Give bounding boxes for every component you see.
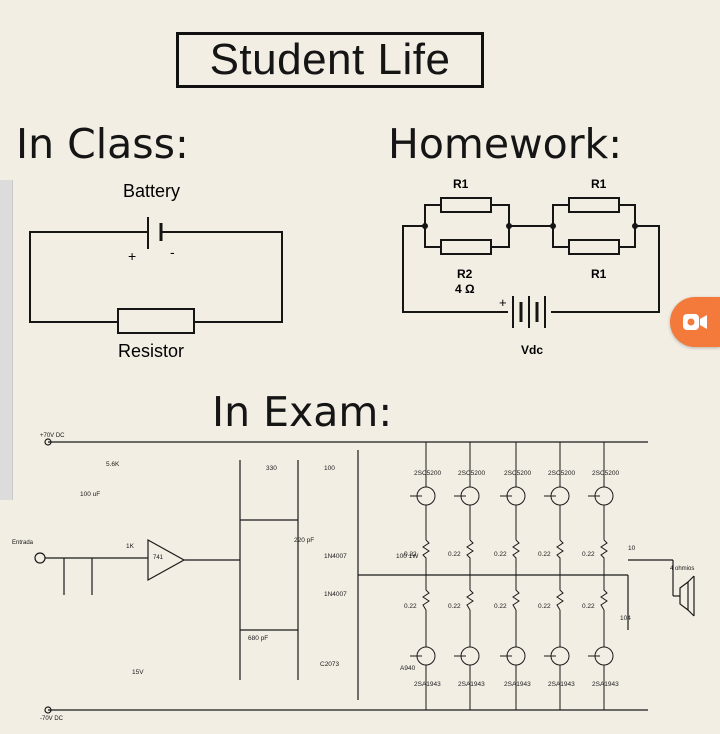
page-title: Student Life <box>176 32 484 88</box>
lower-transistor-1 <box>410 610 436 710</box>
emitter-resistor-upper-3 <box>512 539 520 575</box>
source-plus: + <box>499 295 507 310</box>
r1-label-c: R1 <box>591 267 607 281</box>
component-label: 15V <box>132 669 144 676</box>
upper-transistor-3 <box>500 442 526 540</box>
emitter-resistor-lower-1 <box>422 575 430 611</box>
lower-transistor-4 <box>544 610 570 710</box>
emitter-resistor-label: 0.22 <box>538 551 551 558</box>
component-label: 330 <box>266 465 277 472</box>
r1-label-b: R1 <box>591 177 607 191</box>
component-label: 10 <box>628 545 636 552</box>
section-homework: Homework: <box>388 120 623 168</box>
upper-transistor-label: 2SC5200 <box>458 470 485 477</box>
component-label: C2073 <box>320 661 340 668</box>
source-label: Vdc <box>521 343 543 357</box>
opamp-label: 741 <box>153 555 164 561</box>
emitter-resistor-label: 0.22 <box>494 603 507 610</box>
component-label: 100 uF <box>80 491 100 498</box>
upper-transistor-4 <box>544 442 570 540</box>
component-label: 1K <box>126 543 135 550</box>
emitter-resistor-label: 0.22 <box>404 551 417 558</box>
video-camera-icon <box>683 314 707 330</box>
emitter-resistor-label: 0.22 <box>582 551 595 558</box>
junction-left <box>422 223 428 229</box>
lower-transistor-3 <box>500 610 526 710</box>
component-label: A940 <box>400 665 416 672</box>
emitter-resistor-label: 0.22 <box>494 551 507 558</box>
component-label: 100 <box>324 465 335 472</box>
emitter-resistor-upper-5 <box>600 539 608 575</box>
lower-transistor-label: 2SA1943 <box>414 681 441 688</box>
section-in-exam: In Exam: <box>212 388 393 436</box>
screen-recorder-button[interactable] <box>670 297 720 347</box>
junction-mid-left <box>506 223 512 229</box>
emitter-resistor-label: 0.22 <box>404 603 417 610</box>
bottom-rail-label: -70V DC <box>40 716 64 722</box>
upper-transistor-1 <box>410 442 436 540</box>
output-label: 4 ohmios <box>670 566 695 572</box>
section-in-class: In Class: <box>16 120 189 168</box>
top-rail-label: +70V DC <box>40 433 65 439</box>
emitter-resistor-label: 0.22 <box>538 603 551 610</box>
emitter-resistor-lower-4 <box>556 575 564 611</box>
scrollbar-edge <box>0 180 13 500</box>
junction-right <box>632 223 638 229</box>
input-label: Entrada <box>12 540 34 546</box>
upper-transistor-label: 2SC5200 <box>592 470 619 477</box>
emitter-resistor-lower-5 <box>600 575 608 611</box>
battery-label: Battery <box>123 181 180 201</box>
diode-label: 1N4007 <box>324 553 347 560</box>
r1-label-a: R1 <box>453 177 469 191</box>
emitter-resistor-label: 0.22 <box>448 603 461 610</box>
battery-minus: - <box>170 244 175 260</box>
lower-transistor-2 <box>454 610 480 710</box>
component-label: 680 pF <box>248 635 268 642</box>
homework-circuit: R1 R1 R2 4 Ω R1 + Vdc <box>402 177 660 357</box>
battery-plus: + <box>128 248 136 264</box>
lower-transistor-label: 2SA1943 <box>548 681 575 688</box>
component-label: 5.6K <box>106 461 120 468</box>
emitter-resistor-upper-4 <box>556 539 564 575</box>
component-label: 220 pF <box>294 537 314 544</box>
junction-mid-right <box>550 223 556 229</box>
emitter-resistor-label: 0.22 <box>582 603 595 610</box>
upper-transistor-label: 2SC5200 <box>548 470 575 477</box>
upper-transistor-5 <box>588 442 614 540</box>
resistor-label: Resistor <box>118 341 184 361</box>
r2-label: R2 <box>457 267 473 281</box>
emitter-resistor-label: 0.22 <box>448 551 461 558</box>
upper-transistor-label: 2SC5200 <box>504 470 531 477</box>
component-label: 104 <box>620 615 631 622</box>
lower-transistor-5 <box>588 610 614 710</box>
lower-transistor-label: 2SA1943 <box>592 681 619 688</box>
resistor-symbol <box>117 308 195 334</box>
upper-transistor-label: 2SC5200 <box>414 470 441 477</box>
upper-transistor-2 <box>454 442 480 540</box>
exam-circuit: 2SC5200 2SA1943 0.22 0.22 2SC5200 2SA1943 0.22… <box>34 438 695 714</box>
emitter-resistor-lower-3 <box>512 575 520 611</box>
emitter-resistor-lower-2 <box>466 575 474 611</box>
emitter-resistor-upper-1 <box>422 539 430 575</box>
lower-transistor-label: 2SA1943 <box>458 681 485 688</box>
class-circuit: Battery Resistor + - <box>29 181 283 361</box>
r2-value: 4 Ω <box>455 282 475 296</box>
component-label: 100 1W <box>396 553 419 560</box>
diode-label: 1N4007 <box>324 591 347 598</box>
emitter-resistor-upper-2 <box>466 539 474 575</box>
lower-transistor-label: 2SA1943 <box>504 681 531 688</box>
